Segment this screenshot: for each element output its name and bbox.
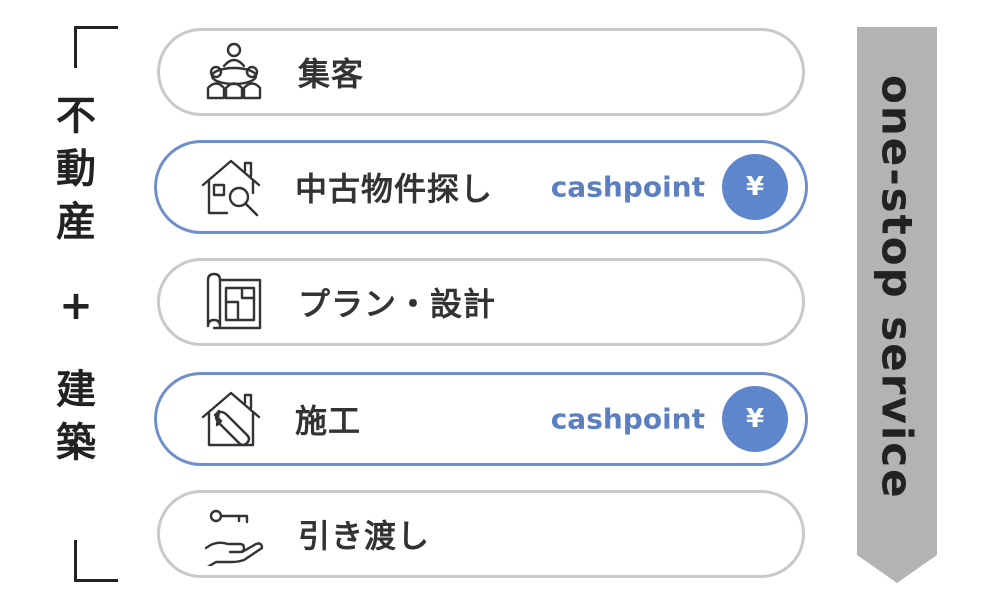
step-find-used-property: 中古物件探し cashpoint ¥ — [154, 140, 808, 234]
step-plan-design: プラン・設計 — [157, 258, 805, 346]
label-char: 不 — [56, 93, 96, 139]
yen-badge-icon: ¥ — [722, 154, 788, 220]
label-char: 産 — [56, 199, 96, 245]
plus-sign: + — [50, 286, 102, 339]
step-label: 集客 — [298, 55, 365, 93]
step-customer-acquisition: 集客 — [157, 28, 805, 116]
label-char: 築 — [56, 420, 96, 466]
cashpoint-text: cashpoint — [550, 170, 705, 204]
yen-badge-icon: ¥ — [722, 386, 788, 452]
house-wrench-icon — [199, 387, 263, 451]
label-char: 動 — [56, 146, 96, 192]
step-label: 施工 — [295, 402, 362, 440]
people-meeting-icon — [202, 40, 266, 104]
hand-key-icon — [202, 502, 266, 570]
bracket-top — [74, 26, 118, 68]
cashpoint-text: cashpoint — [550, 402, 705, 436]
construction-label: 建 築 — [50, 370, 102, 476]
real-estate-label: 不 動 産 — [50, 96, 102, 255]
label-char: 建 — [56, 367, 96, 413]
step-label: 引き渡し — [298, 517, 431, 555]
bracket-bottom — [74, 540, 118, 582]
step-construction: 施工 cashpoint ¥ — [154, 372, 808, 466]
banner-text-wrap: one-stop service — [857, 27, 937, 547]
step-label: 中古物件探し — [295, 170, 494, 208]
one-stop-service-banner — [857, 27, 937, 583]
house-search-icon — [199, 155, 263, 219]
step-label: プラン・設計 — [298, 285, 497, 323]
blueprint-icon — [202, 270, 266, 334]
plus-char: + — [59, 283, 93, 329]
step-handover: 引き渡し — [157, 490, 805, 578]
banner-text: one-stop service — [872, 74, 922, 500]
